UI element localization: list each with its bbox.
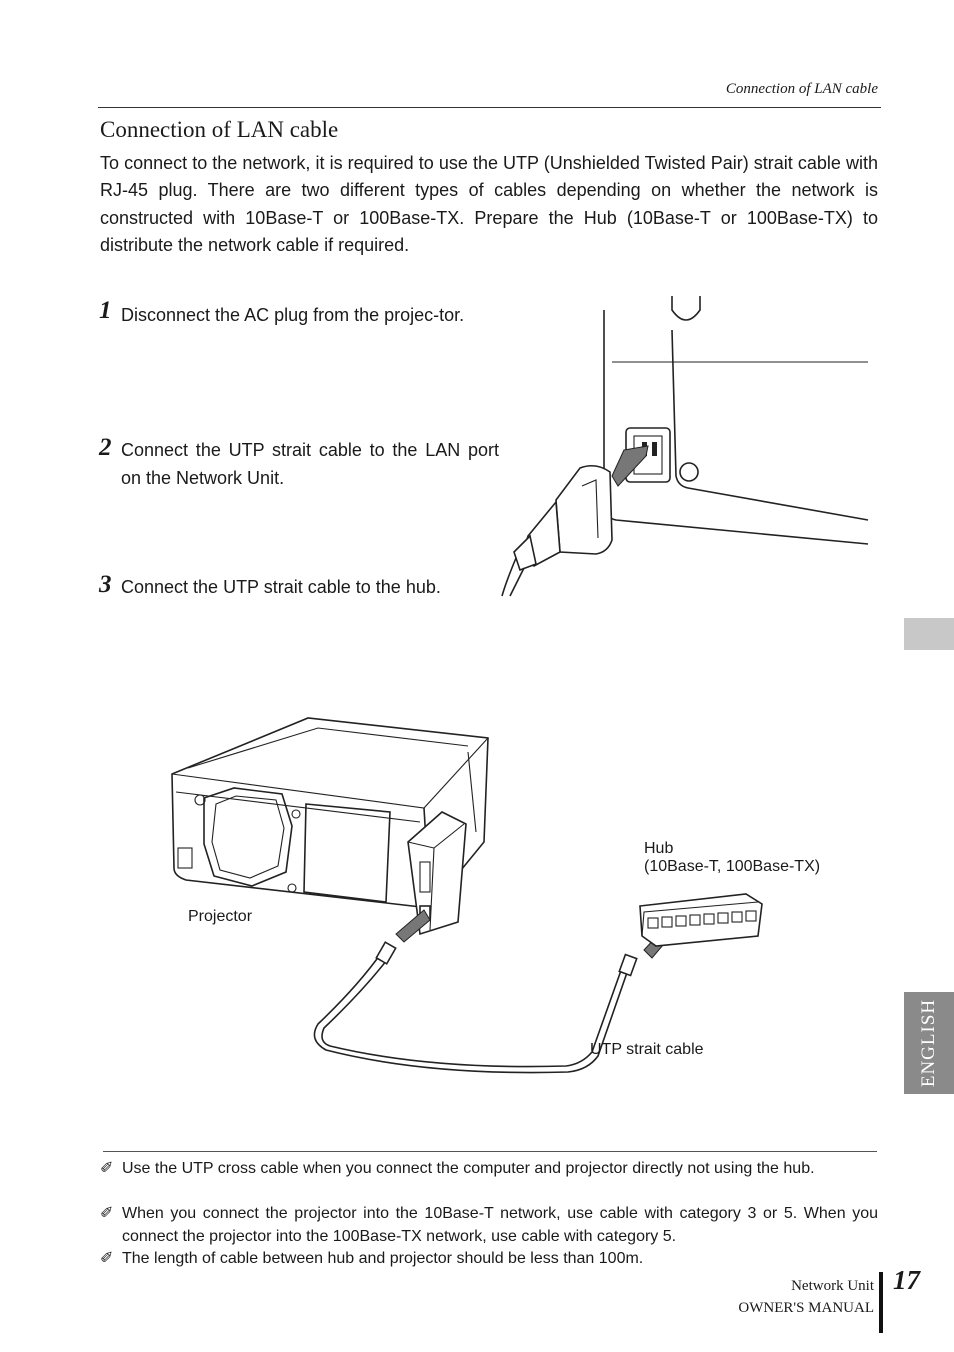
- step-text: Connect the UTP strait cable to the LAN …: [121, 440, 499, 488]
- notes-rule: [103, 1151, 877, 1152]
- note-item: ✐ When you connect the projector into the…: [100, 1203, 878, 1248]
- pencil-icon: ✐: [100, 1160, 114, 1177]
- step-number: 1: [99, 297, 112, 324]
- hub-spec-label: (10Base-T, 100Base-TX): [644, 858, 821, 875]
- running-header: Connection of LAN cable: [725, 81, 878, 97]
- language-tab-label: ENGLISH: [918, 998, 939, 1088]
- network-diagram: [171, 717, 763, 1074]
- hub-label: Hub: [644, 840, 674, 857]
- projector-illustration: [171, 717, 489, 909]
- side-tab-marker: [904, 618, 954, 650]
- step-number: 3: [99, 571, 112, 598]
- step-number: 2: [99, 434, 112, 461]
- intro-paragraph: To connect to the network, it is require…: [100, 153, 878, 255]
- footer-product: Network Unit: [791, 1278, 874, 1294]
- note-text: Use the UTP cross cable when you connect…: [122, 1160, 815, 1177]
- step-text: Disconnect the AC plug from the projec-t…: [121, 305, 465, 325]
- projector-label: Projector: [188, 908, 253, 925]
- pencil-icon: ✐: [100, 1205, 114, 1222]
- pencil-icon: ✐: [100, 1250, 114, 1267]
- utp-cable-illustration: [313, 941, 638, 1074]
- ac-plug-illustration: [501, 296, 869, 597]
- page-number: 17: [893, 1265, 920, 1295]
- note-item: ✐ Use the UTP cross cable when you connec…: [100, 1158, 878, 1181]
- note-item: ✐ The length of cable between hub and pro…: [100, 1248, 878, 1271]
- header-rule: [98, 107, 881, 108]
- section-title: Connection of LAN cable: [100, 117, 339, 142]
- hub-illustration: [639, 893, 763, 947]
- footer-manual: OWNER'S MANUAL: [738, 1300, 874, 1316]
- note-text: When you connect the projector into the …: [122, 1205, 878, 1245]
- step-text: Connect the UTP strait cable to the hub.: [121, 577, 441, 597]
- footer-bar: [879, 1272, 883, 1333]
- language-tab: ENGLISH: [904, 992, 954, 1094]
- note-text: The length of cable between hub and proj…: [122, 1250, 644, 1267]
- cable-label: UTP strait cable: [590, 1041, 704, 1058]
